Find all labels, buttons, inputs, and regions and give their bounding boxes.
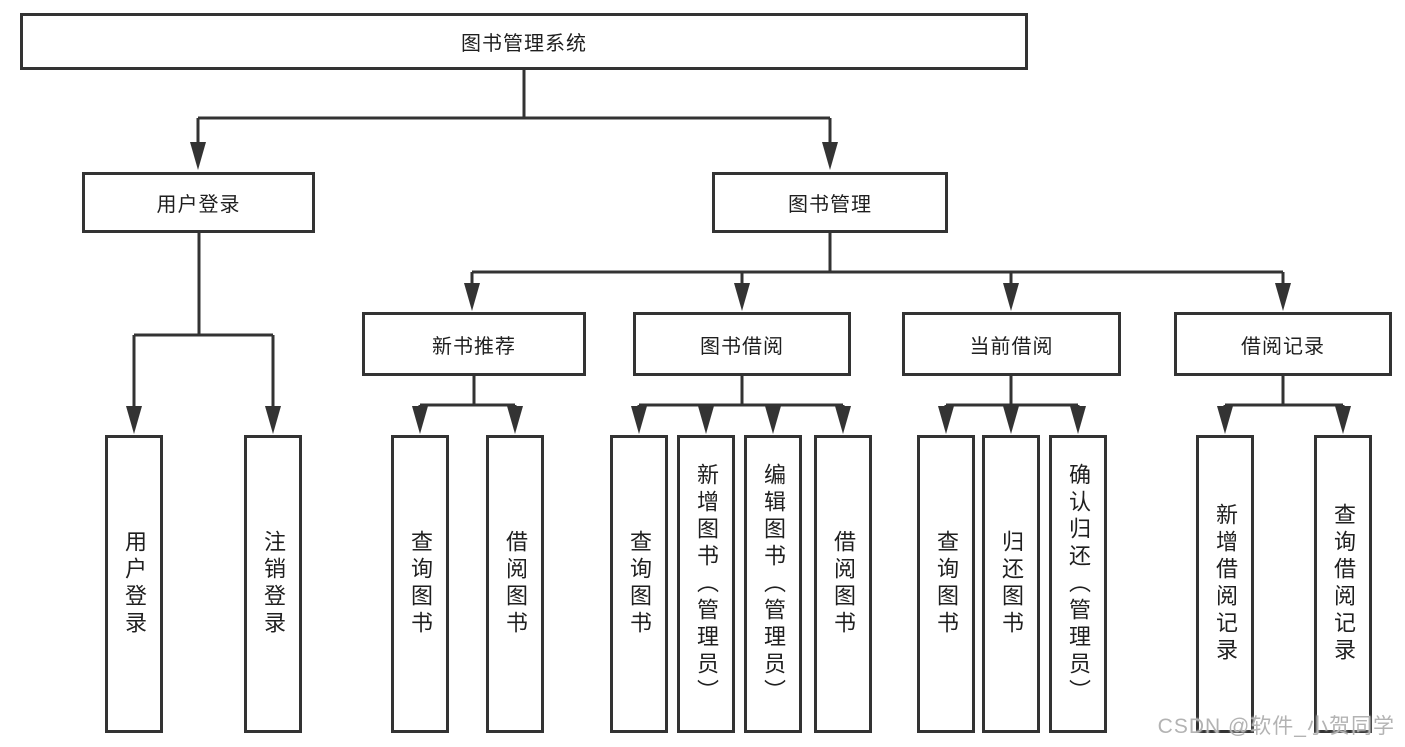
- leaf-borrow-books-newbook: 借阅图书: [486, 435, 544, 733]
- node-new-book-recommend: 新书推荐: [362, 312, 586, 376]
- arrowheads-level3: [464, 283, 1291, 311]
- arrowheads-records-leaves: [1217, 406, 1351, 434]
- arrowheads-level2: [190, 142, 838, 170]
- node-borrowing-records: 借阅记录: [1174, 312, 1392, 376]
- node-label: 查询图书: [627, 530, 652, 638]
- node-label: 编辑图书（管理员）: [761, 462, 786, 706]
- arrowheads-userlogin-leaves: [126, 406, 281, 434]
- leaf-query-books-borrowing: 查询图书: [610, 435, 668, 733]
- node-label: 借阅图书: [831, 530, 856, 638]
- node-label: 注销登录: [261, 530, 286, 638]
- leaf-borrow-books-borrowing: 借阅图书: [814, 435, 872, 733]
- node-library-management-system: 图书管理系统: [20, 13, 1028, 70]
- node-label: 用户登录: [156, 194, 241, 216]
- node-user-login: 用户登录: [82, 172, 315, 233]
- leaf-user-login: 用户登录: [105, 435, 163, 733]
- node-label: 图书管理系统: [461, 33, 587, 55]
- connector-userlogin-to-leaves: [132, 233, 275, 410]
- node-label: 新增借阅记录: [1213, 503, 1238, 665]
- node-label: 当前借阅: [969, 335, 1054, 358]
- arrowheads-newbook-leaves: [412, 406, 523, 434]
- leaf-add-books-admin: 新增图书（管理员）: [677, 435, 735, 733]
- connector-records-to-leaves: [1223, 376, 1345, 408]
- node-book-management: 图书管理: [712, 172, 948, 233]
- connector-newbook-to-leaves: [418, 376, 517, 408]
- node-label: 确认归还（管理员）: [1066, 462, 1091, 706]
- node-label: 用户登录: [122, 530, 147, 638]
- node-label: 图书借阅: [700, 335, 784, 358]
- node-label: 借阅图书: [503, 530, 528, 638]
- leaf-return-books: 归还图书: [982, 435, 1040, 733]
- leaf-logout: 注销登录: [244, 435, 302, 733]
- node-label: 新增图书（管理员）: [694, 462, 719, 706]
- connector-root-to-level2: [196, 70, 832, 146]
- leaf-query-books-current: 查询图书: [917, 435, 975, 733]
- node-current-borrowing: 当前借阅: [902, 312, 1121, 376]
- node-label: 图书管理: [788, 194, 872, 216]
- leaf-add-borrow-record: 新增借阅记录: [1196, 435, 1254, 733]
- leaf-confirm-return-admin: 确认归还（管理员）: [1049, 435, 1107, 733]
- node-label: 查询图书: [408, 530, 433, 638]
- node-label: 查询图书: [934, 530, 959, 638]
- arrowheads-borrowing-leaves: [631, 406, 851, 434]
- node-label: 新书推荐: [432, 335, 516, 358]
- connector-borrowing-to-leaves: [637, 376, 845, 408]
- leaf-query-borrow-record: 查询借阅记录: [1314, 435, 1372, 733]
- leaf-edit-books-admin: 编辑图书（管理员）: [744, 435, 802, 733]
- connector-current-to-leaves: [944, 376, 1080, 408]
- node-label: 借阅记录: [1241, 335, 1325, 358]
- node-label: 查询借阅记录: [1331, 503, 1356, 665]
- arrowheads-current-leaves: [938, 406, 1086, 434]
- leaf-query-books-newbook: 查询图书: [391, 435, 449, 733]
- csdn-watermark: CSDN @软件_小贺同学: [1157, 715, 1395, 738]
- node-book-borrowing: 图书借阅: [633, 312, 851, 376]
- node-label: 归还图书: [999, 530, 1024, 638]
- connector-bookmgmt-to-level3: [470, 233, 1285, 286]
